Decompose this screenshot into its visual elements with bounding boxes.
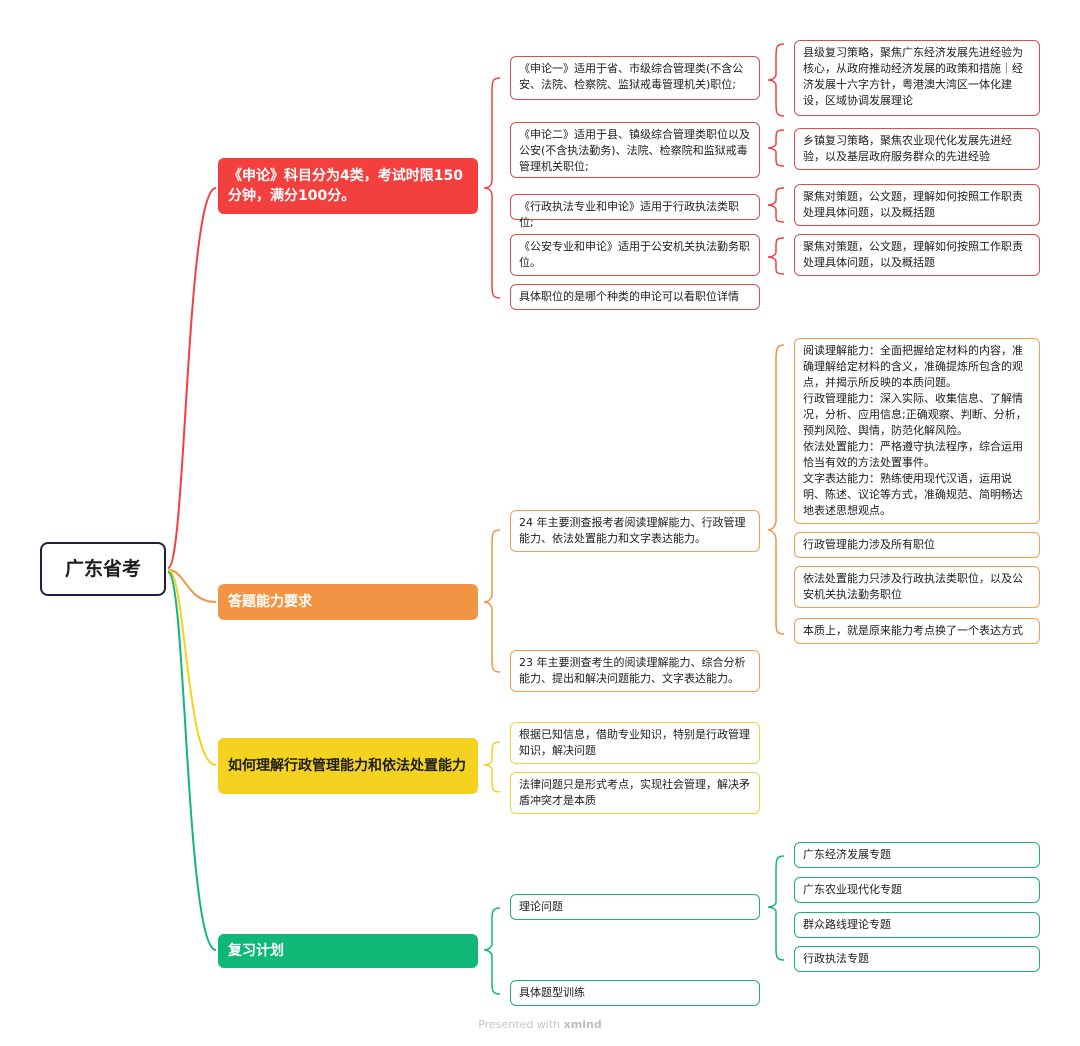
brace-b4-1 <box>767 855 785 961</box>
b2-detail-essence[interactable]: 本质上，就是原来能力考点换了一个表达方式 <box>794 618 1040 644</box>
branch-review-plan[interactable]: 复习计划 <box>218 934 478 968</box>
link-root-b2 <box>167 569 217 603</box>
link-root-b3 <box>167 569 217 766</box>
b1-detail-admin[interactable]: 聚焦对策题，公文题，理解如何按照工作职责处理具体问题，以及概括题 <box>794 184 1040 226</box>
brace-b1-3 <box>767 187 785 223</box>
b3-child-essence[interactable]: 法律问题只是形式考点，实现社会管理，解决矛盾冲突才是本质 <box>510 772 760 814</box>
brace-b4 <box>483 907 501 995</box>
b3-child-knowledge[interactable]: 根据已知信息，借助专业知识，特别是行政管理知识，解决问题 <box>510 722 760 764</box>
brace-b1 <box>483 77 501 299</box>
b4-detail-agriculture[interactable]: 广东农业现代化专题 <box>794 877 1040 903</box>
b4-child-theory[interactable]: 理论问题 <box>510 894 760 920</box>
b1-detail-town[interactable]: 乡镇复习策略，聚焦农业现代化发展先进经验，以及基层政府服务群众的先进经验 <box>794 128 1040 170</box>
brace-b3 <box>483 741 501 793</box>
b2-detail-law-scope[interactable]: 依法处置能力只涉及行政执法类职位，以及公安机关执法勤务职位 <box>794 566 1040 608</box>
b1-child-zhiwei[interactable]: 具体职位的是哪个种类的申论可以看职位详情 <box>510 284 760 310</box>
b2-child-2024[interactable]: 24 年主要测查报考者阅读理解能力、行政管理能力、依法处置能力和文字表达能力。 <box>510 510 760 552</box>
root-node[interactable]: 广东省考 <box>40 542 166 596</box>
b1-child-shenlun-2[interactable]: 《申论二》适用于县、镇级综合管理类职位以及公安(不含执法勤务)、法院、检察院和监… <box>510 122 760 178</box>
b2-detail-admin-all[interactable]: 行政管理能力涉及所有职位 <box>794 532 1040 558</box>
b4-detail-mass-line[interactable]: 群众路线理论专题 <box>794 912 1040 938</box>
b1-child-shenlun-1[interactable]: 《申论一》适用于省、市级综合管理类(不含公安、法院、检察院、监狱戒毒管理机关)职… <box>510 56 760 100</box>
branch-shenlun-categories[interactable]: 《申论》科目分为4类，考试时限150分钟，满分100分。 <box>218 158 478 214</box>
brace-b2-1 <box>767 344 785 635</box>
b4-detail-law-enforcement[interactable]: 行政执法专题 <box>794 946 1040 972</box>
footer-brand: xmind <box>563 1018 602 1031</box>
link-root-b4 <box>167 571 217 951</box>
b4-detail-economy[interactable]: 广东经济发展专题 <box>794 842 1040 868</box>
brace-b1-2 <box>767 129 785 167</box>
b1-detail-police[interactable]: 聚焦对策题，公文题，理解如何按照工作职责处理具体问题，以及概括题 <box>794 234 1040 276</box>
b1-child-xingzheng[interactable]: 《行政执法专业和申论》适用于行政执法类职位; <box>510 194 760 229</box>
b1-child-gongan[interactable]: 《公安专业和申论》适用于公安机关执法勤务职位。 <box>510 234 760 276</box>
brace-b1-1 <box>767 43 785 117</box>
b2-child-2023[interactable]: 23 年主要测查考生的阅读理解能力、综合分析能力、提出和解决问题能力、文字表达能… <box>510 650 760 692</box>
b2-detail-four-abilities[interactable]: 阅读理解能力：全面把握给定材料的内容，准确理解给定材料的含义，准确提炼所包含的观… <box>794 338 1040 524</box>
link-root-b1 <box>167 187 217 569</box>
branch-ability-requirements[interactable]: 答题能力要求 <box>218 584 478 620</box>
footer-prefix: Presented with <box>478 1018 561 1031</box>
b1-detail-county[interactable]: 县级复习策略，聚焦广东经济发展先进经验为核心，从政府推动经济发展的政策和措施｜经… <box>794 40 1040 116</box>
brace-b1-4 <box>767 237 785 275</box>
footer-watermark: Presented with xmind <box>0 1018 1080 1031</box>
b4-child-practice[interactable]: 具体题型训练 <box>510 980 760 1006</box>
branch-understanding[interactable]: 如何理解行政管理能力和依法处置能力 <box>218 738 478 794</box>
brace-b2 <box>483 529 501 673</box>
